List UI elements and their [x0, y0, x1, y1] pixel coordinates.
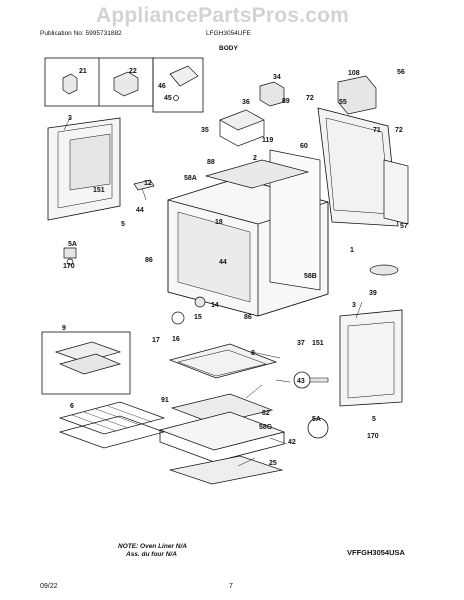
callout-1: 1	[350, 247, 354, 254]
callout-39: 39	[369, 290, 377, 297]
part-12-shape	[133, 179, 155, 191]
callout-14: 14	[211, 302, 219, 309]
callout-42: 42	[288, 439, 296, 446]
callout-5a-right: 5A	[312, 416, 321, 423]
callout-37: 37	[297, 340, 305, 347]
callout-72: 72	[306, 95, 314, 102]
callout-82: 82	[262, 410, 270, 417]
part-108-shape	[337, 75, 377, 115]
callout-5a-left: 5A	[68, 241, 77, 248]
callout-3-left: 3	[68, 115, 72, 122]
callout-15: 15	[194, 314, 202, 321]
part-36-shape	[219, 109, 265, 131]
note-line-2: Ass. du four N/A	[126, 551, 177, 558]
callout-12: 12	[144, 180, 152, 187]
callout-8: 8	[251, 350, 255, 357]
callout-5-left: 5	[121, 221, 125, 228]
callout-170-right: 170	[367, 433, 379, 440]
callout-58g: 58G	[259, 424, 273, 431]
callout-22: 22	[129, 68, 137, 75]
callout-18: 18	[215, 219, 223, 226]
parts-box-9	[41, 331, 131, 395]
callout-46: 46	[158, 83, 166, 90]
section-title: BODY	[219, 45, 238, 52]
callout-72b: 72	[395, 127, 403, 134]
callout-36: 36	[242, 99, 250, 106]
model-title: LFGH3054UFE	[206, 30, 251, 37]
callout-58a: 58A	[184, 175, 197, 182]
part-46-shape	[169, 65, 199, 87]
footer-page: 7	[229, 583, 233, 590]
callout-58b: 58B	[304, 273, 317, 280]
callout-151-left: 151	[93, 187, 105, 194]
callout-44-left: 44	[136, 207, 144, 214]
callout-25: 25	[269, 460, 277, 467]
callout-108: 108	[348, 70, 360, 77]
footer-date: 09/22	[40, 583, 58, 590]
callout-2: 2	[253, 155, 257, 162]
callout-91: 91	[161, 397, 169, 404]
diagram-model-code: VFFGH3054USA	[347, 548, 405, 557]
callout-60: 60	[300, 143, 308, 150]
callout-6: 6	[70, 403, 74, 410]
parts-box-46	[152, 57, 204, 113]
part-58a-shape	[204, 159, 310, 189]
callout-57: 57	[400, 223, 408, 230]
callout-170-left: 170	[63, 263, 75, 270]
storage-drawer	[158, 411, 286, 451]
callout-86-right: 86	[244, 314, 252, 321]
publication-number: Publication No: 5995731882	[40, 30, 122, 37]
callout-89: 89	[282, 98, 290, 105]
part-22-shape	[113, 71, 139, 97]
callout-3-right: 3	[352, 302, 356, 309]
callout-86-left: 86	[145, 257, 153, 264]
callout-21: 21	[79, 68, 87, 75]
callout-45: 45	[164, 95, 172, 102]
callout-17: 17	[152, 337, 160, 344]
part-39-shape	[369, 264, 399, 276]
watermark: AppliancePartsPros.com	[96, 4, 349, 27]
callout-9: 9	[62, 325, 66, 332]
part-21-shape	[62, 73, 78, 95]
callout-88: 88	[207, 159, 215, 166]
part-16-shape	[171, 311, 185, 325]
callout-55: 55	[339, 99, 347, 106]
back-panel	[317, 107, 399, 227]
callout-151-right: 151	[312, 340, 324, 347]
oven-liner-note: NOTE: Oven Liner N/A Ass. du four N/A	[118, 543, 187, 559]
callout-35: 35	[201, 127, 209, 134]
callout-43: 43	[297, 378, 305, 385]
callout-34: 34	[273, 74, 281, 81]
part-57-shape	[383, 159, 409, 225]
side-panel-right	[269, 149, 321, 291]
oven-rack	[58, 401, 166, 449]
callout-16: 16	[172, 336, 180, 343]
note-line-1: NOTE: Oven Liner N/A	[118, 543, 187, 550]
oven-bottom	[168, 343, 278, 379]
bake-burner-tray	[170, 393, 274, 425]
callout-71: 71	[373, 127, 381, 134]
part-25-shape	[168, 455, 284, 485]
oven-door	[339, 309, 403, 407]
callout-119: 119	[262, 137, 273, 144]
callout-5-right: 5	[372, 416, 376, 423]
part-5a-left-shape	[63, 247, 77, 259]
callout-44-mid: 44	[219, 259, 227, 266]
part-34-shape	[259, 81, 285, 107]
callout-56: 56	[397, 69, 405, 76]
